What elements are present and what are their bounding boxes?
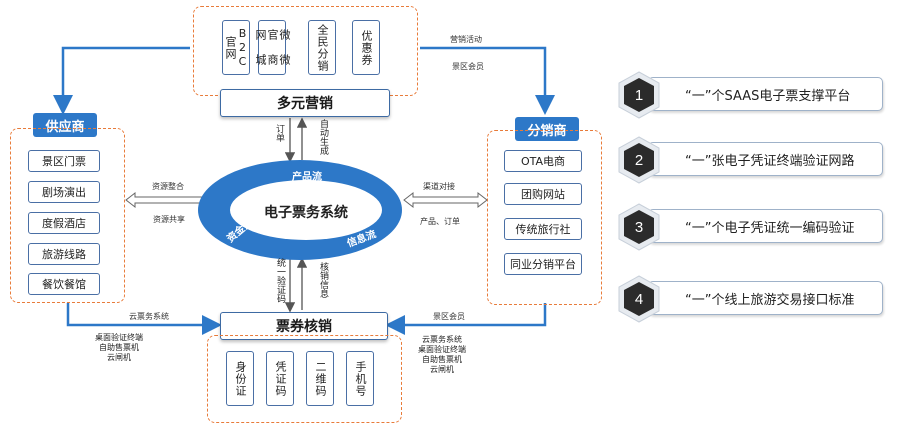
flow-product-label: 产品流 xyxy=(292,172,322,183)
legend-num-4: 4 xyxy=(635,291,643,308)
label-marketing-activity: 营销活动 xyxy=(450,35,482,44)
distributor-item: 传统旅行社 xyxy=(504,218,582,240)
label-resource-sharing: 资源共享 xyxy=(153,215,185,224)
marketing-item-coupon: 优惠券 xyxy=(352,20,380,75)
left-device-item: 云闸机 xyxy=(107,353,131,362)
marketing-title: 多元营销 xyxy=(220,89,390,117)
legend-badge-2: 2 xyxy=(618,136,660,184)
verify-group xyxy=(207,335,402,423)
supplier-item: 剧场演出 xyxy=(28,181,100,203)
label-verify-info: 核销信息 xyxy=(318,262,328,298)
right-device-item: 云票务系统 xyxy=(422,335,462,344)
legend-num-1: 1 xyxy=(635,87,643,104)
label-resource-integration: 资源整合 xyxy=(152,182,184,191)
distributor-item: OTA电商 xyxy=(504,150,582,172)
legend-num-2: 2 xyxy=(635,152,643,169)
legend-badge-4: 4 xyxy=(618,275,660,323)
double-arrow-right xyxy=(403,191,488,209)
distributor-tag: 分销商 xyxy=(515,117,579,141)
label-product-order: 产品、订单 xyxy=(420,217,460,226)
label-cloud-ticket-left: 云票务系统 xyxy=(129,312,169,321)
center-title: 电子票务系统 xyxy=(264,205,348,221)
verify-item-code: 凭证码 xyxy=(266,351,294,406)
marketing-item-b2c: B2C官网 xyxy=(222,20,250,75)
verify-item-phone: 手机号 xyxy=(346,351,374,406)
legend-badge-3: 3 xyxy=(618,203,660,251)
supplier-group xyxy=(10,128,125,303)
verify-item-id: 身份证 xyxy=(226,351,254,406)
marketing-item-micro-mall: 微商城 微官网 xyxy=(254,20,291,75)
supplier-item: 旅游线路 xyxy=(28,243,100,265)
legend-item-4: “一”个线上旅游交易接口标准 xyxy=(648,281,883,315)
distributor-group xyxy=(487,130,602,305)
supplier-tag: 供应商 xyxy=(33,113,97,137)
line-supplier-to-verify xyxy=(66,303,222,335)
right-device-item: 桌面验证终端 xyxy=(418,345,466,354)
line-top-to-distributor xyxy=(420,46,555,115)
label-auto-generate: 自动生成 xyxy=(318,119,328,155)
line-top-to-supplier xyxy=(53,46,190,115)
right-devices: 云票务系统 桌面验证终端 自助售票机 云闸机 xyxy=(418,335,466,375)
line-distributor-to-verify xyxy=(385,303,547,335)
distributor-item: 团购网站 xyxy=(504,183,582,205)
supplier-item: 景区门票 xyxy=(28,150,100,172)
label-scenic-member-bottom: 景区会员 xyxy=(433,312,465,321)
legend-item-1: “一”个SAAS电子票支撑平台 xyxy=(648,77,883,111)
right-device-item: 云闸机 xyxy=(430,365,454,374)
label-order: 订单 xyxy=(274,124,284,142)
center-ring-inner xyxy=(230,180,382,240)
legend-badge-1: 1 xyxy=(618,71,660,119)
legend-item-3: “一”个电子凭证统一编码验证 xyxy=(648,209,883,243)
distributor-item: 同业分销平台 xyxy=(504,253,582,275)
label-channel-docking: 渠道对接 xyxy=(423,182,455,191)
supplier-item: 餐饮餐馆 xyxy=(28,273,100,295)
left-devices: 桌面验证终端 自助售票机 云闸机 xyxy=(95,333,143,363)
right-device-item: 自助售票机 xyxy=(422,355,462,364)
label-unified-code: 统一验证码 xyxy=(275,258,285,303)
legend-num-3: 3 xyxy=(635,219,643,236)
supplier-item: 度假酒店 xyxy=(28,212,100,234)
verify-item-qr: 二维码 xyxy=(306,351,334,406)
left-device-item: 自助售票机 xyxy=(99,343,139,352)
label-scenic-member-top: 景区会员 xyxy=(452,62,484,71)
legend-item-2: “一”张电子凭证终端验证网路 xyxy=(648,142,883,176)
marketing-item-all-distribution: 全民分销 xyxy=(308,20,336,75)
left-device-item: 桌面验证终端 xyxy=(95,333,143,342)
